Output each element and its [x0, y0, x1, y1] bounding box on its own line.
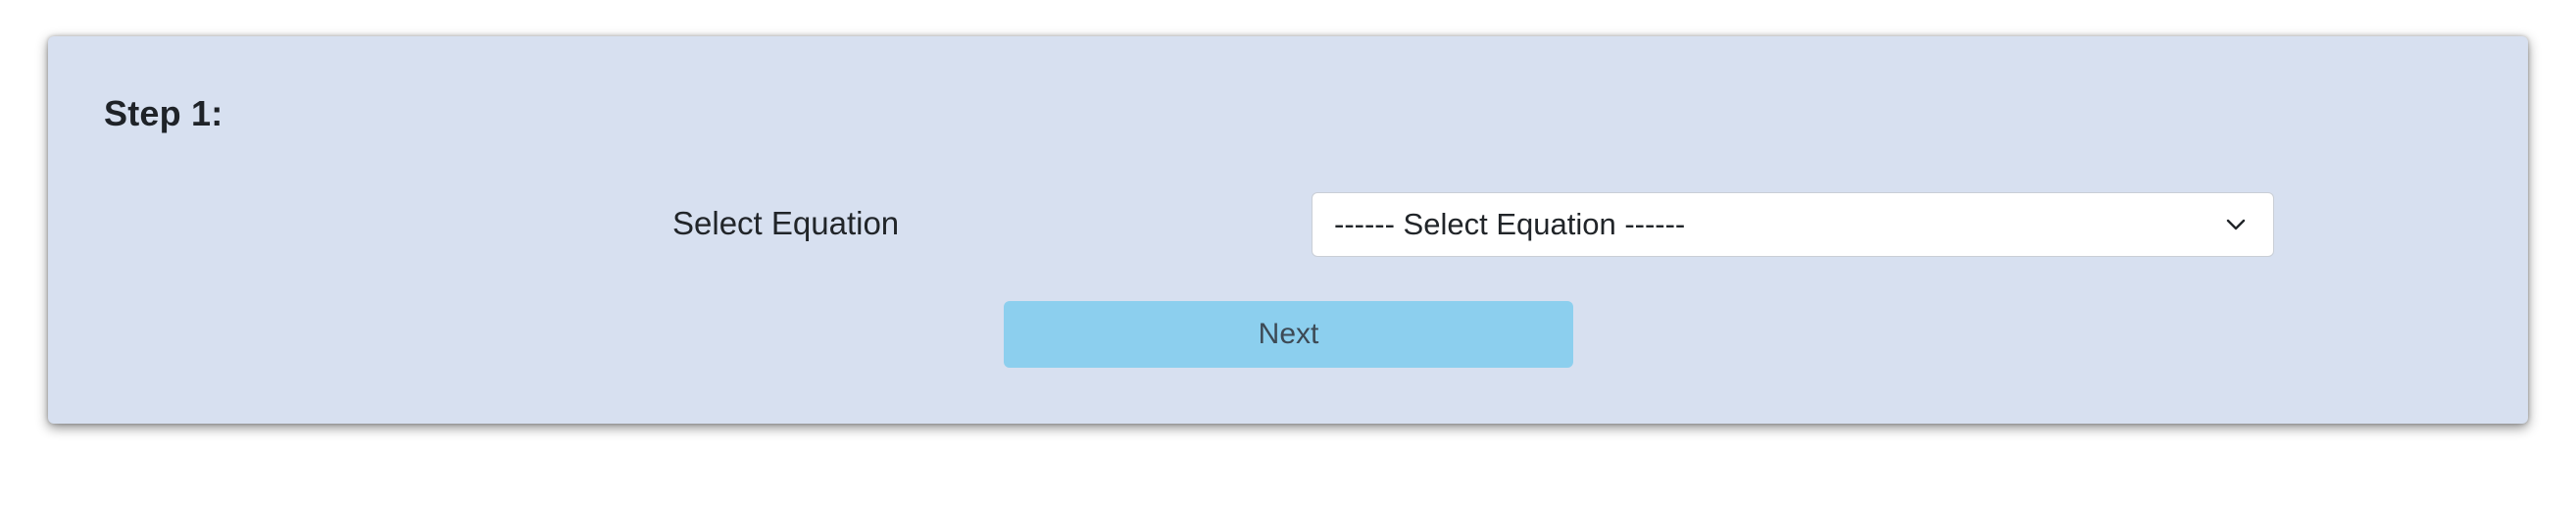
step-panel: Step 1: Select Equation ------ Select Eq…	[48, 36, 2528, 424]
equation-select[interactable]: ------ Select Equation ------	[1312, 192, 2274, 257]
chevron-down-icon	[2226, 219, 2246, 230]
next-button[interactable]: Next	[1004, 301, 1573, 368]
step-title: Step 1:	[104, 93, 223, 133]
equation-select-value: ------ Select Equation ------	[1334, 207, 1686, 241]
equation-label: Select Equation	[672, 205, 900, 241]
